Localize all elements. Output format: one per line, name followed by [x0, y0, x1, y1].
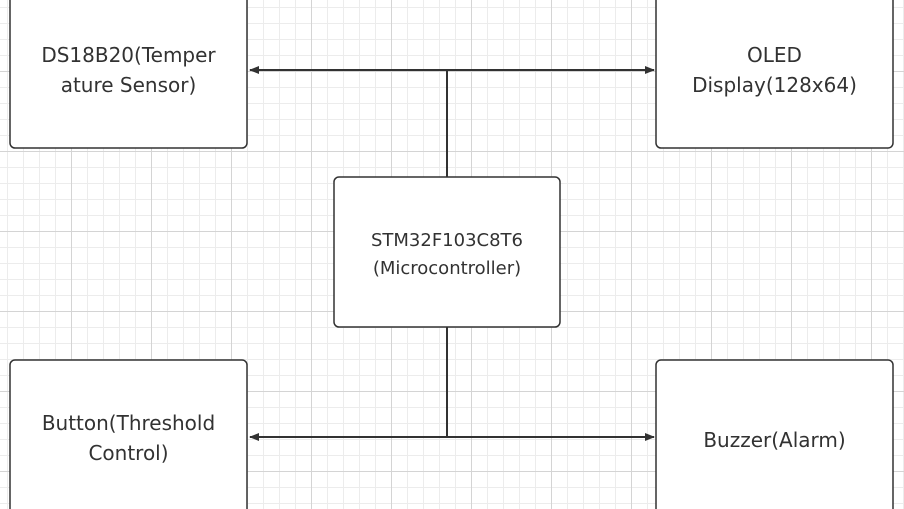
node-temperature-sensor[interactable]: DS18B20(Temper ature Sensor) — [9, 0, 248, 149]
node-label-line: Button(Threshold — [42, 411, 215, 435]
connectors — [249, 66, 655, 441]
node-microcontroller[interactable]: STM32F103C8T6 (Microcontroller) — [333, 176, 561, 328]
node-label-line: STM32F103C8T6 — [371, 230, 523, 251]
node-threshold-button[interactable]: Button(Threshold Control) — [9, 359, 248, 509]
node-buzzer-alarm[interactable]: Buzzer(Alarm) — [655, 359, 894, 509]
node-label-line: Display(128x64) — [692, 73, 857, 97]
node-label-line: DS18B20(Temper — [41, 43, 216, 67]
node-label-line: ature Sensor) — [61, 73, 197, 97]
node-oled-display[interactable]: OLED Display(128x64) — [655, 0, 894, 149]
node-label-line: (Microcontroller) — [373, 258, 521, 279]
node-label-line: OLED — [747, 43, 802, 67]
node-label-line: Control) — [88, 441, 168, 465]
node-label-line: Buzzer(Alarm) — [703, 428, 845, 452]
